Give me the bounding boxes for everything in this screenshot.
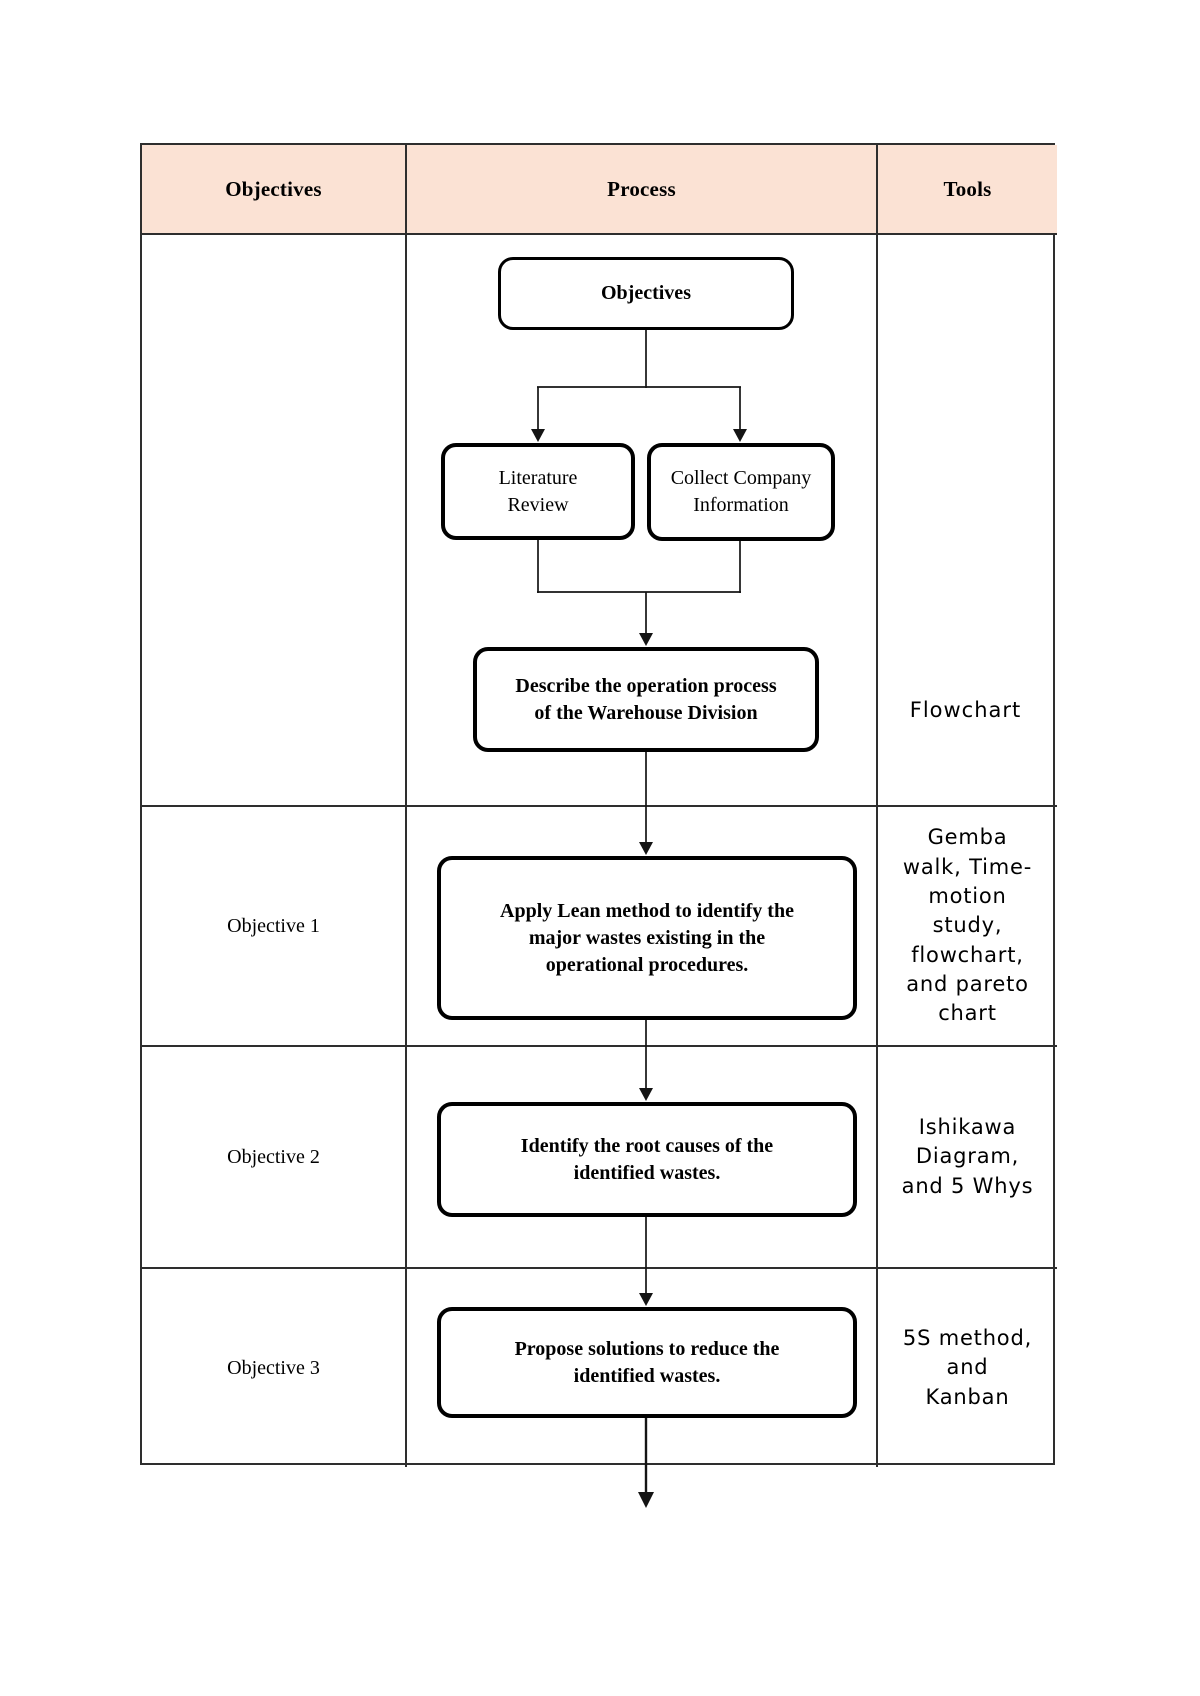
header-process: Process [407, 145, 878, 235]
header-tools: Tools [878, 145, 1057, 235]
header-objectives: Objectives [142, 145, 407, 235]
objective-cell-row2: Objective 1 [142, 807, 407, 1047]
flow-box-literature-review: Literature Review [441, 443, 635, 540]
objective-cell-row1 [142, 235, 407, 807]
tools-cell-row3: Ishikawa Diagram, and 5 Whys [878, 1047, 1057, 1269]
methodology-table: Objectives Process Tools Objective 1 Gem… [140, 143, 1057, 1467]
flow-box-objectives: Objectives [498, 257, 794, 330]
process-cell-row1 [407, 235, 878, 807]
tools-label-flowchart: Flowchart [909, 698, 1022, 722]
flow-box-propose-solutions: Propose solutions to reduce the identifi… [437, 1307, 857, 1418]
tools-cell-row4: 5S method, and Kanban [902, 1325, 1033, 1409]
objective-cell-row3: Objective 2 [142, 1047, 407, 1269]
flow-box-collect-company-information: Collect Company Information [647, 443, 835, 541]
flow-box-describe-operation-process: Describe the operation process of the Wa… [473, 647, 819, 752]
flow-box-apply-lean-method: Apply Lean method to identify the major … [437, 856, 857, 1020]
process-cell-row2 [407, 807, 878, 1047]
process-cell-row4 [407, 1269, 878, 1467]
flow-box-identify-root-causes: Identify the root causes of the identifi… [437, 1102, 857, 1217]
process-cell-row3 [407, 1047, 878, 1269]
tools-cell-row1 [878, 235, 1057, 807]
objective-cell-row4: Objective 3 [142, 1269, 407, 1467]
tools-cell-row2: Gemba walk, Time- motion study, flowchar… [878, 807, 1057, 1047]
